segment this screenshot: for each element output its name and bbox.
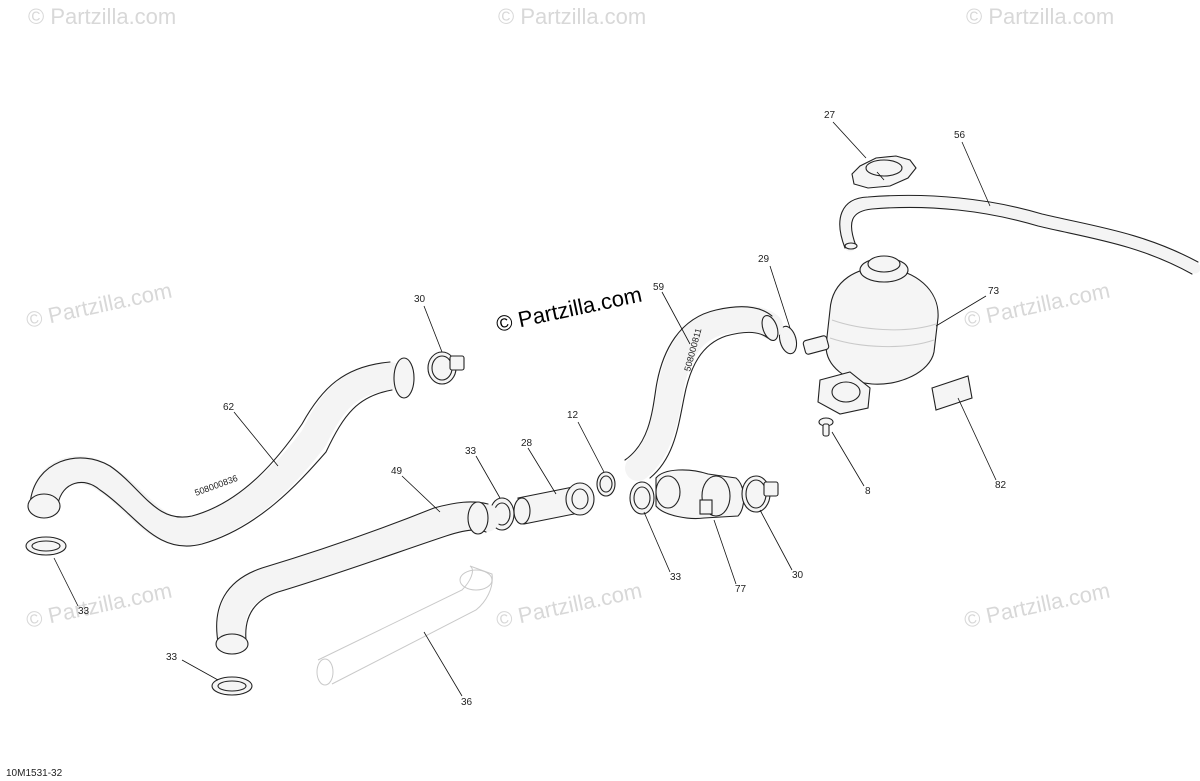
part-hose-clamp[interactable]	[25, 536, 67, 556]
callout-27: 27	[824, 110, 836, 121]
callout-49: 49	[391, 466, 403, 477]
callout-36: 36	[461, 697, 473, 708]
callout-56: 56	[954, 130, 966, 141]
callout-33: 33	[670, 572, 682, 583]
callout-33: 33	[166, 652, 178, 663]
callout-30: 30	[414, 294, 426, 305]
watermark: © Partzilla.com	[28, 4, 176, 29]
callout-28: 28	[521, 438, 533, 449]
part-lower-hose[interactable]	[215, 501, 500, 655]
watermark: © Partzilla.com	[962, 278, 1112, 333]
callout-82: 82	[995, 480, 1007, 491]
callout-numbers: 27 56 29 73 59 30 62 12 28 33 49 8 82 33…	[78, 110, 1007, 708]
callout-12: 12	[567, 410, 579, 421]
part-connector-pipe[interactable]	[513, 482, 595, 525]
part-protective-sleeve[interactable]	[316, 565, 493, 686]
part-radiator-hose[interactable]: 508000836	[27, 357, 415, 547]
callout-30: 30	[792, 570, 804, 581]
watermark: © Partzilla.com	[962, 578, 1112, 633]
part-t-fitting[interactable]	[655, 469, 745, 520]
part-radiator-cap[interactable]	[851, 155, 917, 189]
watermark: © Partzilla.com	[494, 578, 644, 633]
part-hose-clamp[interactable]	[596, 471, 616, 497]
part-hose-clamp[interactable]	[741, 475, 779, 513]
brand-label: © Partzilla.com	[494, 282, 644, 337]
hose-part-number: 508000836	[193, 473, 239, 498]
part-hose-clamp[interactable]	[211, 676, 253, 696]
part-upper-hose[interactable]: 508000811	[624, 305, 783, 481]
callout-59: 59	[653, 282, 665, 293]
part-overflow-hose[interactable]	[839, 194, 1200, 275]
part-screw[interactable]	[818, 417, 834, 437]
part-label-sticker[interactable]	[931, 375, 973, 411]
callout-8: 8	[865, 486, 871, 497]
part-hose-clamp[interactable]	[777, 324, 800, 355]
callout-29: 29	[758, 254, 770, 265]
part-hose-clamp[interactable]	[629, 481, 655, 515]
drawing-reference: 10M1531-32	[6, 768, 63, 779]
leader-lines	[53, 121, 997, 697]
callout-77: 77	[735, 584, 747, 595]
part-coolant-reservoir[interactable]	[802, 255, 939, 415]
callout-62: 62	[223, 402, 235, 413]
watermark: © Partzilla.com	[498, 4, 646, 29]
watermark: © Partzilla.com	[966, 4, 1114, 29]
callout-33: 33	[78, 606, 90, 617]
callout-73: 73	[988, 286, 1000, 297]
watermark: © Partzilla.com	[24, 578, 174, 633]
callout-33: 33	[465, 446, 477, 457]
watermark: © Partzilla.com	[24, 278, 174, 333]
part-hose-clamp[interactable]	[427, 351, 465, 385]
